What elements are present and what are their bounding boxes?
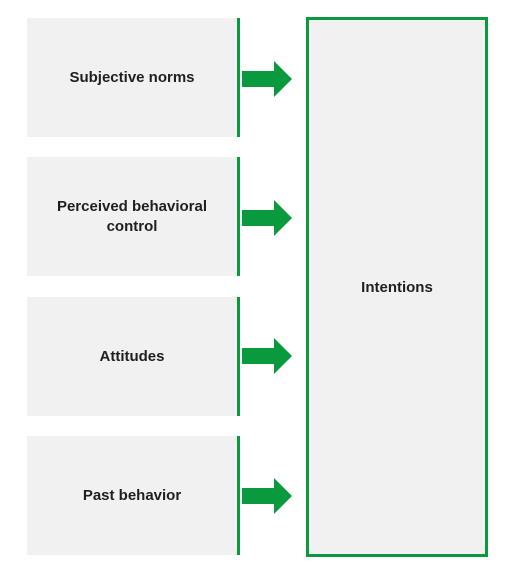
intentions-label: Intentions [361,278,433,296]
intentions-box: Intentions [306,17,488,557]
arrow-right-icon [242,200,292,236]
factor-label: Perceived behavioral control [56,197,208,235]
factor-label: Attitudes [99,347,165,365]
arrow-right-icon [242,61,292,97]
factor-box-past-behavior: Past behavior [27,436,240,555]
factor-box-attitudes: Attitudes [27,297,240,416]
factor-box-perceived-behavioral-control: Perceived behavioral control [27,157,240,276]
arrow-right-icon [242,478,292,514]
factor-label: Past behavior [82,486,182,504]
arrow-right-icon [242,338,292,374]
factor-label: Subjective norms [69,68,195,86]
factor-box-subjective-norms: Subjective norms [27,18,240,137]
